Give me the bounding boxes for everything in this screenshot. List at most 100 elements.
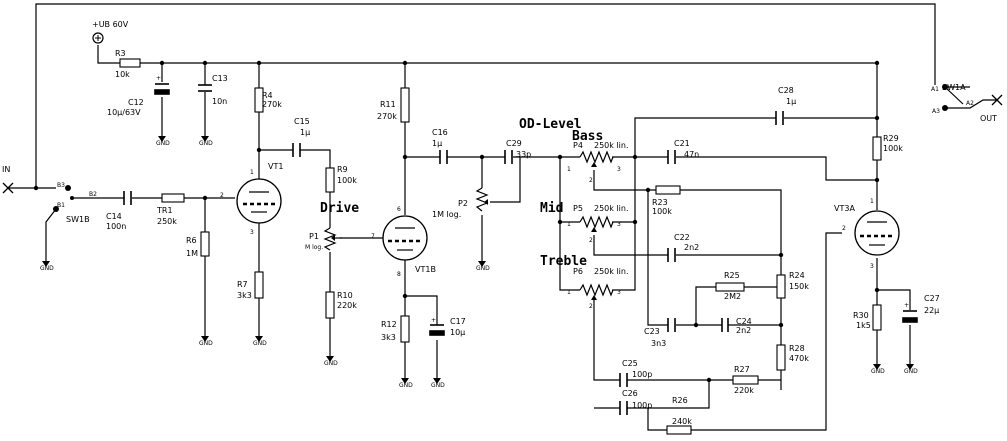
c14-name: C14 (106, 212, 122, 221)
c29-value: 33p (516, 150, 531, 159)
pot-pin: 3 (617, 166, 621, 173)
output-terminal: OUT (980, 94, 1003, 123)
c16-value: 1µ (432, 139, 442, 148)
grounds: GND GND GND GND GND GND GND GND GND GND … (40, 129, 918, 389)
p6-name: P6 (573, 267, 583, 276)
c25-name: C25 (622, 359, 638, 368)
tube-pin: 6 (397, 206, 401, 213)
tube-pin: 2 (220, 192, 224, 199)
supply-label: +UB 60V (92, 20, 129, 29)
p4-name: P4 (573, 141, 583, 150)
c27-value: 22µ (924, 306, 939, 315)
p2-value: 1M log. (432, 210, 461, 219)
r24-name: R24 (789, 271, 805, 280)
c23-value: 3n3 (651, 339, 666, 348)
drive-label: Drive (320, 201, 359, 216)
tr1-name: TR1 (156, 206, 173, 215)
pin-a3: A3 (932, 108, 940, 115)
r10-name: R10 (337, 291, 353, 300)
tube-pin: 7 (371, 233, 375, 240)
r27-name: R27 (734, 365, 750, 374)
r12-value: 3k3 (381, 333, 396, 342)
p1-value: M log. (305, 244, 323, 251)
p1-name: P1 (309, 232, 319, 241)
c22-name: C22 (674, 233, 690, 242)
tube-pin: 2 (842, 225, 846, 232)
potentiometers: P1 M log. P2 1M log. P4 250k lin. P5 250… (305, 141, 629, 310)
c23-name: C23 (644, 327, 660, 336)
tube-pin: 8 (397, 271, 401, 278)
r7-name: R7 (237, 280, 248, 289)
pot-pin: 3 (617, 221, 621, 228)
svg-text:+: + (156, 75, 161, 82)
c15-name: C15 (294, 117, 310, 126)
section-labels: Drive OD-Level Bass Mid Treble (320, 117, 603, 269)
c21-name: C21 (674, 139, 690, 148)
r9-value: 100k (337, 176, 357, 185)
svg-text:+: + (904, 302, 909, 309)
switch-label-sw1a: SW1A (942, 83, 966, 92)
r25-name: R25 (724, 271, 740, 280)
c12-value: 10µ/63V (107, 108, 141, 117)
r7-value: 3k3 (237, 291, 252, 300)
gnd-label: GND (871, 368, 885, 375)
output-label: OUT (980, 114, 997, 123)
gnd-label: GND (399, 382, 413, 389)
resistors: R3 10k TR1 250k R4 270k R6 1M R7 3k3 R9 … (115, 49, 903, 435)
c17-name: C17 (450, 317, 466, 326)
tube-vt1b: VT1B 7 6 8 (371, 206, 436, 278)
gnd-label: GND (904, 368, 918, 375)
pin-a1: A1 (931, 86, 939, 93)
c12-name: C12 (128, 98, 144, 107)
switch-sw1b: B3 B2 B1 SW1B (53, 182, 97, 224)
pot-pin: 2 (589, 177, 593, 184)
r26-name: R26 (672, 396, 688, 405)
gnd-label: GND (253, 340, 267, 347)
gnd-label: GND (199, 140, 213, 147)
wires (8, 3, 997, 431)
supply-terminal: +UB 60V (92, 20, 129, 44)
r29-name: R29 (883, 134, 899, 143)
r3-name: R3 (115, 49, 126, 58)
p5-name: P5 (573, 204, 583, 213)
tr1-value: 250k (157, 217, 177, 226)
input-terminal: IN (2, 165, 14, 194)
capacitors: + C12 10µ/63V C13 10n C14 100n C15 1µ C1… (106, 74, 940, 415)
switch-label-sw1b: SW1B (66, 215, 90, 224)
bass-label: Bass (572, 129, 603, 144)
c29-name: C29 (506, 139, 522, 148)
r23-name: R23 (652, 198, 668, 207)
pot-pin: 2 (589, 303, 593, 310)
vt1b-label: VT1B (415, 265, 436, 274)
p2-name: P2 (458, 199, 468, 208)
c28-value: 1µ (786, 97, 796, 106)
r28-value: 470k (789, 354, 809, 363)
r24-value: 150k (789, 282, 809, 291)
r6-value: 1M (186, 249, 198, 258)
r10-value: 220k (337, 301, 357, 310)
c26-value: 100p (632, 401, 652, 410)
r26-value: 240k (672, 417, 692, 426)
c14-value: 100n (106, 222, 126, 231)
r29-value: 100k (883, 144, 903, 153)
r12-name: R12 (381, 320, 397, 329)
c22-value: 2n2 (684, 243, 699, 252)
pot-pin: 2 (589, 237, 593, 244)
r3-value: 10k (115, 70, 130, 79)
switch-sw1a: A1 A2 A3 SW1A (931, 83, 974, 115)
gnd-label: GND (40, 265, 54, 272)
tube-pin: 3 (250, 229, 254, 236)
r30-name: R30 (853, 311, 869, 320)
r27-value: 220k (734, 386, 754, 395)
c17-value: 10µ (450, 328, 465, 337)
c24-name: C24 (736, 317, 752, 326)
junctions (33, 60, 880, 383)
pin-b1: B1 (57, 202, 65, 209)
vt1-label: VT1 (268, 162, 283, 171)
pin-a2: A2 (966, 100, 974, 107)
r23-value: 100k (652, 207, 672, 216)
c13-value: 10n (212, 97, 227, 106)
c13-name: C13 (212, 74, 228, 83)
pot-pin: 1 (567, 221, 571, 228)
